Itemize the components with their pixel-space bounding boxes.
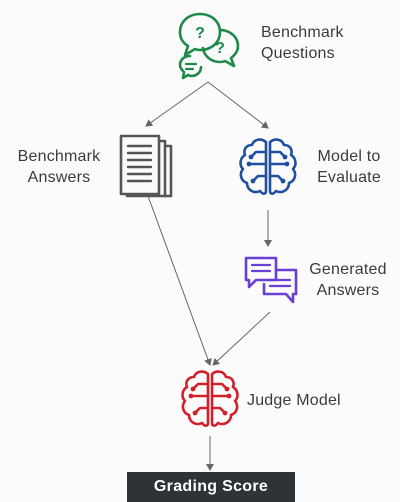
benchmark-answers-line2: Answers [27, 169, 91, 186]
edge-generated-to-judge [212, 311, 271, 366]
brain-circuit-icon [239, 138, 297, 195]
benchmark-answers-line1: Benchmark [17, 148, 101, 165]
svg-text:?: ? [195, 25, 205, 42]
generated-answers-line2: Answers [316, 282, 380, 299]
model-to-evaluate-line1: Model to [317, 148, 381, 165]
judge-brain-circuit-icon [181, 370, 239, 427]
benchmark-answers-label: Benchmark Answers [6, 146, 112, 188]
grading-score-box: Grading Score [127, 472, 295, 502]
chat-bubbles-text-icon [244, 256, 298, 304]
model-to-evaluate-label: Model to Evaluate [304, 146, 394, 188]
benchmark-questions-line2: Questions [261, 45, 335, 62]
edge-questions-to-model [207, 81, 269, 129]
benchmark-questions-label: Benchmark Questions [261, 22, 344, 64]
edge-questions-to-answers [145, 81, 209, 127]
document-stack-icon [119, 134, 173, 198]
judge-model-label: Judge Model [247, 392, 341, 409]
svg-text:?: ? [215, 40, 225, 57]
edge-answers-to-judge [147, 195, 212, 366]
generated-answers-line1: Generated [309, 261, 387, 278]
generated-answers-label: Generated Answers [300, 259, 396, 301]
chat-bubbles-question-icon: ? ? [178, 12, 240, 80]
model-to-evaluate-line2: Evaluate [317, 169, 381, 186]
benchmark-questions-line1: Benchmark [261, 24, 344, 41]
